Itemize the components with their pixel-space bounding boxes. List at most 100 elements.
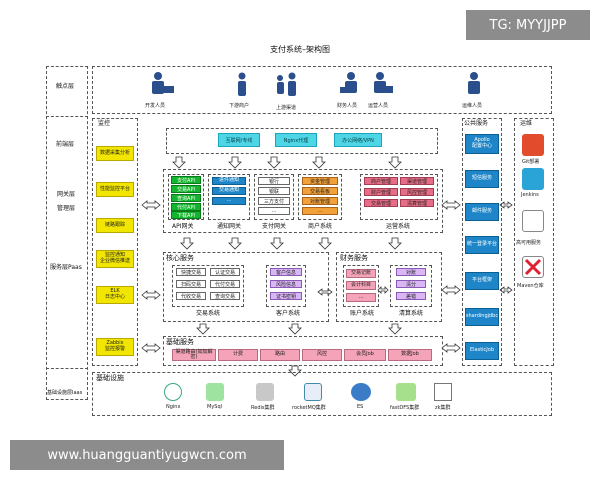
public-item[interactable]: ElasticJob — [465, 342, 499, 360]
notify-item[interactable]: 进件通知 — [212, 177, 246, 185]
pay-item[interactable]: 银联 — [258, 187, 290, 195]
pay-item[interactable]: 银行 — [258, 177, 290, 185]
monitor-item[interactable]: ELK 日志中心 — [96, 286, 134, 304]
public-item[interactable]: Apollo 配置中心 — [465, 134, 499, 154]
git-icon — [522, 134, 544, 156]
monitor-item[interactable]: 数据采集分析 — [96, 146, 134, 161]
trade-item[interactable]: 扫码交易 — [176, 280, 206, 288]
arrow-both-icon — [141, 290, 161, 300]
account-item[interactable]: ... — [346, 293, 376, 302]
arrow-both-icon — [141, 200, 161, 210]
public-panel — [462, 118, 502, 366]
arrow-both-icon — [141, 343, 161, 353]
customer-system-label: 客户系统 — [276, 310, 301, 317]
merchant-item[interactable]: 对账管理 — [302, 197, 338, 205]
ops-item[interactable]: 交易管理 — [364, 199, 398, 207]
ops-item[interactable]: 清算管理 — [400, 199, 434, 207]
api-item[interactable]: 支付API — [171, 176, 201, 184]
infra-rocketmq: rocketMQ集群 — [292, 405, 326, 411]
base-item[interactable]: 会员Job — [344, 349, 386, 361]
ops-tool-maven: Maven仓库 — [517, 283, 544, 289]
clearing-item[interactable]: 对账 — [396, 268, 426, 276]
pay-item[interactable]: 三方支付 — [258, 197, 290, 205]
trade-system-label: 交易系统 — [196, 310, 221, 317]
base-item[interactable]: 路由 — [260, 349, 300, 361]
public-item[interactable]: shardingjdbc — [465, 308, 499, 326]
user-channel: 上游渠道 — [276, 105, 297, 111]
base-item[interactable]: 计费 — [218, 349, 258, 361]
frontend-vpn[interactable]: 办公网络/VPN — [334, 133, 382, 147]
arrow-down-icon — [318, 237, 332, 250]
watermark-text: www.huangguantiyugwcn.com — [47, 447, 247, 463]
watermark-banner: www.huangguantiyugwcn.com — [10, 440, 284, 470]
infra-zk: zk集群 — [435, 405, 451, 411]
trade-item[interactable]: 认证交易 — [210, 268, 240, 276]
layer-frontend: 前端层 — [56, 141, 75, 148]
public-item[interactable]: 短信服务 — [465, 170, 499, 188]
account-item[interactable]: 交易记账 — [346, 269, 376, 278]
arrow-down-icon — [228, 237, 242, 250]
api-gateway-label: API网关 — [172, 223, 194, 230]
trade-item[interactable]: 快捷交易 — [176, 268, 206, 276]
api-item[interactable]: 代付API — [171, 203, 201, 211]
public-item[interactable]: 平台框架 — [465, 272, 499, 290]
ops-system — [360, 174, 438, 220]
api-item[interactable]: 交易API — [171, 185, 201, 193]
jenkins-icon — [522, 168, 544, 190]
account-item[interactable]: 会计科目 — [346, 281, 376, 290]
merchant-item[interactable]: 资金管理 — [302, 177, 338, 185]
layer-service: 服务层Paas — [50, 264, 82, 271]
layer-infra: 基础设施层Iaas — [47, 390, 83, 396]
api-item[interactable]: 查询API — [171, 194, 201, 202]
base-item[interactable]: 渠道路由(如加解密) — [172, 349, 216, 361]
merchant-system — [298, 174, 342, 220]
trade-item[interactable]: 代收交易 — [176, 292, 206, 300]
merchant-item[interactable]: ... — [302, 207, 338, 215]
user-merchant: 下游商户 — [229, 103, 250, 109]
pay-item[interactable]: ... — [258, 207, 290, 215]
notify-item[interactable]: ... — [212, 197, 246, 205]
clearing-item[interactable]: 清分 — [396, 280, 426, 288]
customer-item[interactable]: 客户信息 — [270, 268, 302, 276]
monitor-item[interactable]: 监控通知 企业微信推送 — [96, 250, 134, 268]
layer-column — [46, 66, 88, 400]
merchant-item[interactable]: 交易看板 — [302, 187, 338, 195]
monitor-item[interactable]: 链路跟踪 — [96, 218, 134, 233]
trade-item[interactable]: 代付交易 — [210, 280, 240, 288]
merchant-icon — [238, 72, 246, 96]
frontend-internet[interactable]: 互联网/专线 — [218, 133, 260, 147]
ops-item[interactable]: 渠道管理 — [400, 177, 434, 185]
arrow-both-icon — [441, 285, 461, 295]
notify-gateway — [208, 174, 250, 220]
frontend-nginx[interactable]: Nginx代理 — [275, 133, 317, 147]
developer-icon — [152, 72, 174, 94]
clearing-item[interactable]: 差错 — [396, 292, 426, 300]
ops-item[interactable]: 商户管理 — [364, 177, 398, 185]
arrow-both-icon — [499, 201, 513, 209]
base-item[interactable]: 风控 — [302, 349, 342, 361]
public-item[interactable]: 统一登录平台 — [465, 236, 499, 254]
arrow-both-icon — [441, 200, 461, 210]
notify-item[interactable]: 交易通知 — [212, 187, 246, 195]
ops-tool-jenkins: Jenkins — [521, 192, 539, 198]
infra-redis: Redis集群 — [251, 405, 275, 411]
layer-gateway: 网关层 — [57, 191, 76, 198]
customer-item[interactable]: 证书密钥 — [270, 292, 302, 300]
operator-icon — [374, 72, 393, 93]
arrow-down-icon — [388, 156, 402, 169]
fastdfs-icon — [396, 383, 416, 401]
api-item[interactable]: 下载API — [171, 211, 201, 219]
ops-item[interactable]: 财户管理 — [364, 188, 398, 196]
monitor-item[interactable]: 性能监控平台 — [96, 182, 134, 197]
ops-item[interactable]: 风控管理 — [400, 188, 434, 196]
layer-management: 管理层 — [57, 205, 76, 212]
watermark-badge: TG: MYYJJPP — [466, 10, 590, 40]
ops-system-label: 运营系统 — [386, 223, 411, 230]
base-item[interactable]: 数据Job — [388, 349, 432, 361]
monitor-item[interactable]: Zabbix 监控报警 — [96, 338, 134, 356]
customer-item[interactable]: 风险信息 — [270, 280, 302, 288]
trade-item[interactable]: 查询交易 — [210, 292, 240, 300]
finance-panel — [336, 252, 442, 322]
public-item[interactable]: 邮件服务 — [465, 203, 499, 221]
